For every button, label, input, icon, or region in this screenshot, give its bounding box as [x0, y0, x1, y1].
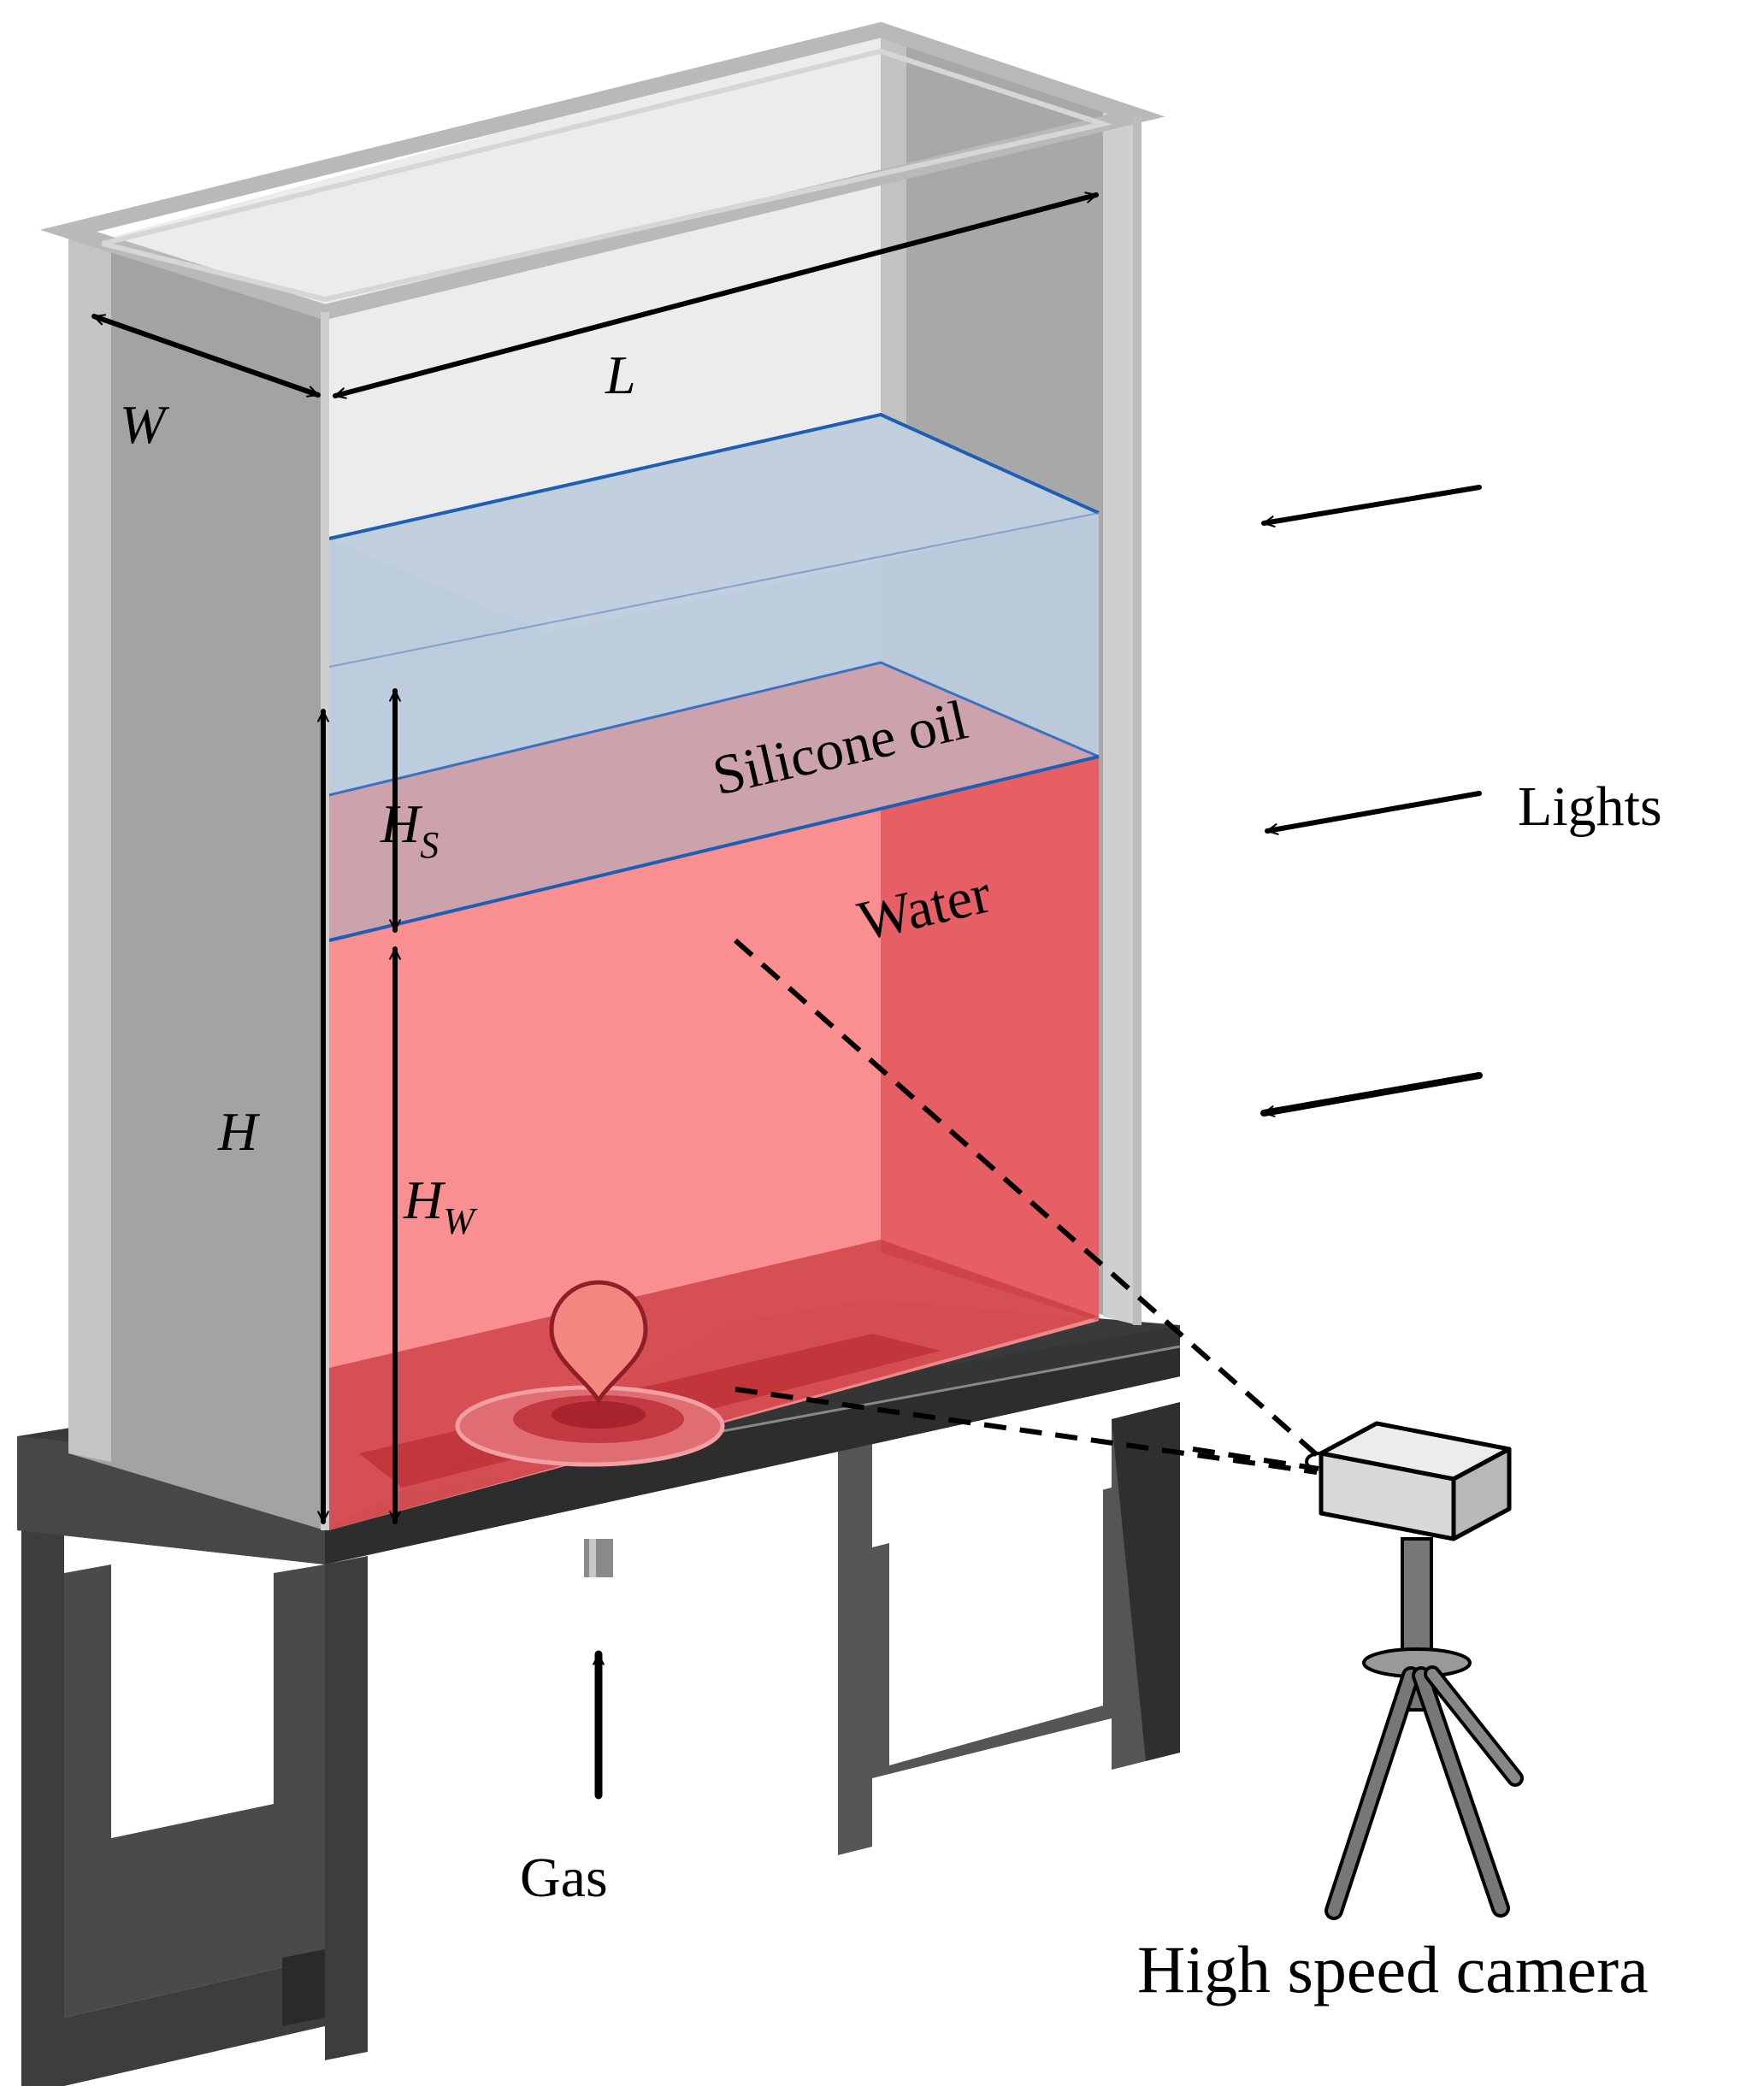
tripod-icon: [1324, 1537, 1524, 1920]
gas-inlet: Gas: [520, 1650, 608, 1909]
stand-back-right-leg: [838, 1402, 1180, 1855]
camera-sightlines: [734, 938, 1331, 1475]
light-arrow-icon: [1260, 1072, 1483, 1113]
tank-left-wall: [68, 231, 325, 1530]
height-label: H: [217, 1101, 261, 1162]
lights-label: Lights: [1518, 775, 1662, 838]
length-label: L: [605, 345, 636, 405]
gas-label: Gas: [520, 1847, 608, 1909]
light-arrow-icon: [1265, 791, 1482, 831]
width-label: W: [120, 394, 170, 455]
dimension-width: W: [91, 314, 321, 455]
silicone-height-label: HS: [380, 793, 439, 866]
tank: [39, 21, 1165, 1530]
dimension-water-height: HW: [395, 946, 477, 1524]
stand-front-left-leg: [21, 1522, 368, 2086]
lights: Lights: [1260, 485, 1662, 1113]
camera-icon: [1305, 1421, 1512, 1541]
light-arrow-icon: [1261, 485, 1482, 523]
dimension-height: H: [217, 709, 323, 1524]
water-height-label: HW: [403, 1170, 477, 1242]
dimension-length: L: [333, 195, 1099, 405]
bubble-icon: [549, 1280, 648, 1405]
camera-label: High speed camera: [1137, 1932, 1649, 2006]
silicone-oil-layer: [328, 412, 1100, 942]
nozzle-icon: [584, 1539, 613, 1577]
dimension-silicone-height: HS: [380, 688, 439, 933]
